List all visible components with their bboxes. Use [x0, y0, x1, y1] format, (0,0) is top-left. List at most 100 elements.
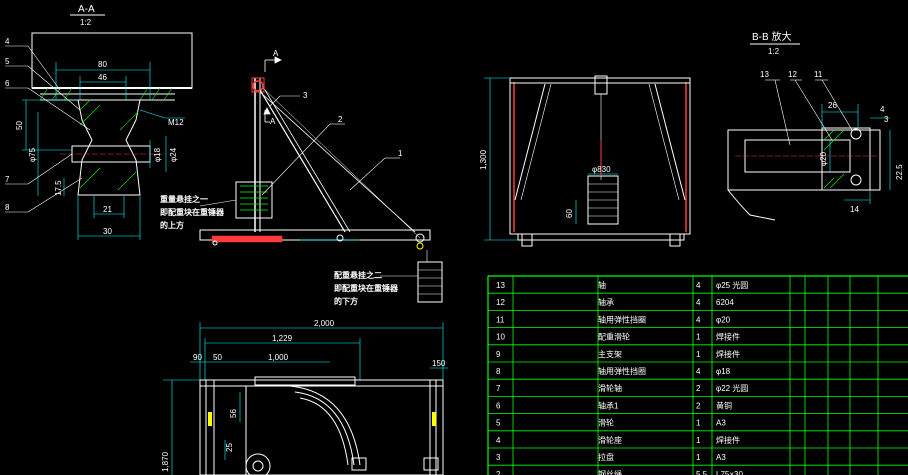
dim-plan-56: 56: [229, 409, 238, 418]
side-note-1: 重量悬挂之一 即配重块在重锤器 的上方: [160, 194, 237, 230]
section-aa-title: A-A: [78, 4, 95, 15]
bom-row-qty: 4: [696, 367, 701, 376]
callout-aa-7: 7: [5, 175, 10, 184]
side-note-1-line-1: 重量悬挂之一: [160, 194, 208, 204]
dim-plan-25: 25: [225, 443, 234, 452]
bom-row-spec: A3: [716, 453, 726, 462]
dim-aa-phi24: φ24: [169, 147, 178, 162]
bom-row-qty: 2: [696, 384, 701, 393]
section-aa-view: A-A 1:2: [5, 4, 193, 240]
dim-plan-1229: 1,229: [272, 334, 293, 343]
bom-row-spec: φ20: [716, 315, 731, 324]
dim-bb-26: 26: [828, 101, 837, 110]
side-note-1-line-3: 的上方: [160, 220, 184, 230]
dim-bb-4: 4: [880, 105, 885, 114]
bom-row-name: 主支架: [598, 349, 622, 359]
callout-bb-12: 12: [788, 70, 797, 79]
bom-row-name: 轴承1: [598, 400, 619, 410]
bom-row-name: 滑轮: [598, 418, 614, 428]
dim-plan-2000: 2,000: [314, 319, 335, 328]
bom-row-qty: 1: [696, 419, 701, 428]
bom-row-spec: 焊接件: [716, 349, 740, 359]
bom-row-qty: 5.5: [696, 470, 708, 475]
callout-aa-8: 8: [5, 203, 10, 212]
bom-row-name: 轴用弹性挡圈: [598, 366, 646, 376]
bom-row-spec: 焊接件: [716, 435, 740, 445]
bom-row-spec: φ25 光圆: [716, 280, 748, 290]
side-note-2-line-3: 的下方: [334, 296, 358, 306]
bom-row-qty: 1: [696, 436, 701, 445]
dim-plan-1870: 1,870: [161, 451, 170, 472]
side-note-1-line-2: 即配重块在重锤器: [160, 207, 225, 217]
bom-row-spec: φ22 光圆: [716, 383, 748, 393]
dim-aa-m12: M12: [168, 118, 184, 127]
bom-row-spec: 焊接件: [716, 332, 740, 342]
dim-plan-50: 50: [213, 353, 222, 362]
bom-row-qty: 2: [696, 401, 701, 410]
bom-row-no: 5: [496, 419, 501, 428]
callout-side-3: 3: [303, 91, 308, 100]
bom-row-qty: 1: [696, 350, 701, 359]
dim-aa-80: 80: [98, 60, 107, 69]
side-arrow-a-top: A: [273, 49, 279, 58]
dim-bb-22-5: 22.5: [895, 164, 904, 180]
bom-row-no: 10: [496, 333, 505, 342]
bom-row-no: 11: [496, 315, 505, 324]
dim-aa-21: 21: [103, 205, 112, 214]
bom-row-name: 拉盘: [598, 452, 614, 462]
callout-side-2: 2: [338, 115, 343, 124]
side-view: A A: [160, 49, 443, 306]
callout-aa-5: 5: [5, 57, 10, 66]
bom-row-spec: 黄铜: [716, 400, 732, 410]
bom-row-no: 12: [496, 298, 505, 307]
bom-row-qty: 1: [696, 453, 701, 462]
bom-row-spec: φ18: [716, 367, 731, 376]
dim-bb-phi20: φ20: [819, 151, 828, 166]
bom-row-no: 8: [496, 367, 501, 376]
dim-front-60: 60: [565, 209, 574, 218]
callout-bb-13: 13: [760, 70, 769, 79]
bom-row-name: 轴承: [598, 297, 614, 307]
side-note-2-line-1: 配重悬挂之二: [334, 270, 382, 280]
bom-row-name: 滑轮轴: [598, 383, 622, 393]
section-aa-scale: 1:2: [80, 18, 92, 27]
bom-row-name: 钢丝绳: [598, 469, 622, 475]
dim-plan-150: 150: [432, 359, 446, 368]
dim-aa-30: 30: [103, 227, 112, 236]
section-bb-title: B-B 放大: [752, 30, 791, 43]
bom-row-no: 3: [496, 453, 501, 462]
dim-plan-90: 90: [193, 353, 202, 362]
callout-side-1: 1: [398, 149, 403, 158]
side-arrow-a-mid: A: [270, 117, 276, 126]
bom-row-no: 4: [496, 436, 501, 445]
plan-view: 2,000 1,229 1,000 90 50 150 56 1,870 25: [161, 319, 448, 475]
bom-row-qty: 4: [696, 298, 701, 307]
bom-row-spec: L75×30: [716, 470, 743, 475]
section-bb-scale: 1:2: [768, 47, 780, 56]
dim-front-1300: 1,300: [479, 149, 488, 170]
bom-row-name: 轴: [598, 280, 606, 290]
dim-plan-1000: 1,000: [268, 353, 289, 362]
front-view: 1,300 φ830 60: [479, 75, 691, 247]
bom-row-qty: 1: [696, 333, 701, 342]
dim-aa-46: 46: [98, 73, 107, 82]
section-bb-view: B-B 放大 1:2 26 4 3 φ20 22.5 14: [727, 30, 904, 221]
side-note-2-line-2: 即配重块在重锤器: [334, 283, 399, 293]
bom-row-name: 轴用弹性挡圈: [598, 314, 646, 324]
bom-row-qty: 4: [696, 281, 701, 290]
callout-aa-4: 4: [5, 37, 10, 46]
bom-row-name: 配重滑轮: [598, 332, 630, 342]
dim-aa-17-5: 17.5: [54, 180, 63, 196]
dim-aa-50: 50: [15, 121, 24, 130]
bom-row-no: 7: [496, 384, 501, 393]
bom-row-qty: 4: [696, 315, 701, 324]
callout-aa-6: 6: [5, 79, 10, 88]
dim-bb-3: 3: [884, 115, 889, 124]
bom-row-no: 13: [496, 281, 505, 290]
dim-aa-phi75: φ75: [28, 147, 37, 162]
bom-row-no: 9: [496, 350, 501, 359]
bom-row-name: 滑轮座: [598, 435, 622, 445]
callout-bb-11: 11: [814, 70, 823, 79]
dim-aa-phi18: φ18: [153, 147, 162, 162]
